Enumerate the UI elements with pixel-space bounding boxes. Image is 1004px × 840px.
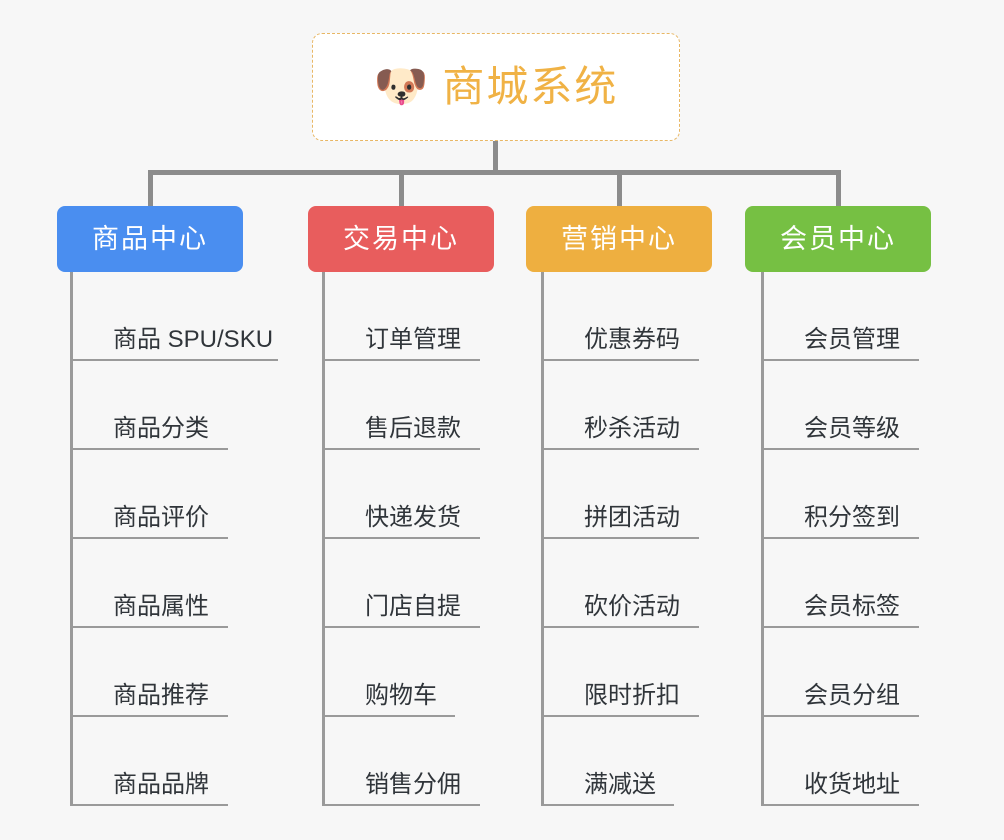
- connector-horizontal-bus: [149, 170, 841, 175]
- leaf-item-label: 砍价活动: [584, 593, 680, 620]
- leaf-item-underline: [544, 359, 699, 361]
- category-box-trade-center[interactable]: 交易中心: [308, 206, 494, 272]
- leaf-item[interactable]: 售后退款: [325, 361, 480, 450]
- connector-root-stem: [493, 141, 498, 173]
- leaf-item-label: 商品属性: [113, 593, 209, 620]
- leaf-item-label: 快递发货: [365, 504, 461, 531]
- leaf-item[interactable]: 会员管理: [764, 272, 919, 361]
- leaf-item-label: 售后退款: [365, 415, 461, 442]
- category-label: 交易中心: [343, 223, 459, 254]
- leaf-item-underline: [325, 626, 480, 628]
- leaf-item-label: 商品 SPU/SKU: [113, 326, 274, 353]
- dog-face-icon: 🐶: [373, 62, 429, 111]
- leaf-item-underline: [544, 537, 699, 539]
- category-label: 商品中心: [92, 223, 208, 254]
- leaf-item[interactable]: 购物车: [325, 628, 461, 717]
- category-label: 会员中心: [780, 223, 896, 254]
- leaf-item-label: 商品品牌: [113, 771, 209, 798]
- leaf-item-underline: [73, 359, 278, 361]
- leaf-item[interactable]: 限时折扣: [544, 628, 699, 717]
- leaf-item-underline: [73, 448, 228, 450]
- leaf-item[interactable]: 满减送: [544, 717, 680, 806]
- leaf-item-label: 订单管理: [365, 326, 461, 353]
- leaf-item[interactable]: 快递发货: [325, 450, 480, 539]
- root-node-shop-system[interactable]: 🐶 商城系统: [312, 33, 680, 141]
- leaf-item-underline: [764, 448, 919, 450]
- leaf-item[interactable]: 秒杀活动: [544, 361, 699, 450]
- leaf-column-member-center: 会员管理会员等级积分签到会员标签会员分组收货地址: [761, 272, 919, 806]
- leaf-item-label: 销售分佣: [365, 771, 461, 798]
- leaf-item-underline: [544, 715, 699, 717]
- leaf-item-underline: [544, 804, 674, 806]
- leaf-item[interactable]: 门店自提: [325, 539, 480, 628]
- root-node-title: 商城系统: [442, 63, 619, 110]
- leaf-item-underline: [764, 626, 919, 628]
- leaf-item[interactable]: 会员标签: [764, 539, 919, 628]
- leaf-item[interactable]: 订单管理: [325, 272, 480, 361]
- leaf-column-product-center: 商品 SPU/SKU 商品分类商品评价商品属性商品推荐商品品牌: [70, 272, 278, 806]
- leaf-item-underline: [325, 804, 480, 806]
- leaf-item[interactable]: 商品推荐: [73, 628, 273, 717]
- leaf-item[interactable]: 收货地址: [764, 717, 919, 806]
- leaf-item-underline: [325, 537, 480, 539]
- leaf-item-label: 限时折扣: [584, 682, 680, 709]
- leaf-item-label: 会员管理: [804, 326, 900, 353]
- leaf-item-underline: [325, 359, 480, 361]
- connector-drop-product-center: [148, 170, 153, 206]
- leaf-item-underline: [764, 359, 919, 361]
- leaf-item-label: 满减送: [584, 771, 656, 798]
- connector-drop-marketing-center: [617, 170, 622, 206]
- leaf-item[interactable]: 积分签到: [764, 450, 919, 539]
- leaf-item-label: 收货地址: [804, 771, 900, 798]
- leaf-item-underline: [325, 715, 455, 717]
- leaf-column-marketing-center: 优惠券码秒杀活动拼团活动砍价活动限时折扣满减送: [541, 272, 699, 806]
- leaf-item[interactable]: 商品品牌: [73, 717, 273, 806]
- category-box-marketing-center[interactable]: 营销中心: [526, 206, 712, 272]
- leaf-item-label: 优惠券码: [584, 326, 680, 353]
- leaf-item-underline: [764, 715, 919, 717]
- leaf-item-label: 购物车: [365, 682, 437, 709]
- leaf-item-underline: [73, 537, 228, 539]
- leaf-item[interactable]: 商品评价: [73, 450, 273, 539]
- leaf-item-label: 商品分类: [113, 415, 209, 442]
- leaf-item[interactable]: 销售分佣: [325, 717, 480, 806]
- leaf-item-label: 门店自提: [365, 593, 461, 620]
- leaf-item[interactable]: 优惠券码: [544, 272, 699, 361]
- connector-drop-member-center: [836, 170, 841, 206]
- leaf-item[interactable]: 砍价活动: [544, 539, 699, 628]
- leaf-item-underline: [544, 626, 699, 628]
- leaf-item[interactable]: 会员分组: [764, 628, 919, 717]
- leaf-item-label: 商品评价: [113, 504, 209, 531]
- leaf-item-label: 秒杀活动: [584, 415, 680, 442]
- leaf-item-underline: [764, 537, 919, 539]
- leaf-item-underline: [325, 448, 480, 450]
- leaf-item[interactable]: 拼团活动: [544, 450, 699, 539]
- leaf-item-underline: [764, 804, 919, 806]
- leaf-item[interactable]: 商品属性: [73, 539, 273, 628]
- leaf-item-underline: [73, 626, 228, 628]
- category-label: 营销中心: [561, 223, 677, 254]
- leaf-item[interactable]: 商品 SPU/SKU: [73, 272, 278, 361]
- leaf-item-label: 积分签到: [804, 504, 900, 531]
- category-box-member-center[interactable]: 会员中心: [745, 206, 931, 272]
- leaf-item-underline: [73, 804, 228, 806]
- leaf-item[interactable]: 商品分类: [73, 361, 273, 450]
- leaf-item-label: 拼团活动: [584, 504, 680, 531]
- category-box-product-center[interactable]: 商品中心: [57, 206, 243, 272]
- leaf-column-trade-center: 订单管理售后退款快递发货门店自提购物车销售分佣: [322, 272, 480, 806]
- leaf-item-label: 会员标签: [804, 593, 900, 620]
- connector-drop-trade-center: [399, 170, 404, 206]
- leaf-item-underline: [544, 448, 699, 450]
- leaf-item[interactable]: 会员等级: [764, 361, 919, 450]
- leaf-item-label: 会员等级: [804, 415, 900, 442]
- leaf-item-label: 商品推荐: [113, 682, 209, 709]
- leaf-item-label: 会员分组: [804, 682, 900, 709]
- leaf-item-underline: [73, 715, 228, 717]
